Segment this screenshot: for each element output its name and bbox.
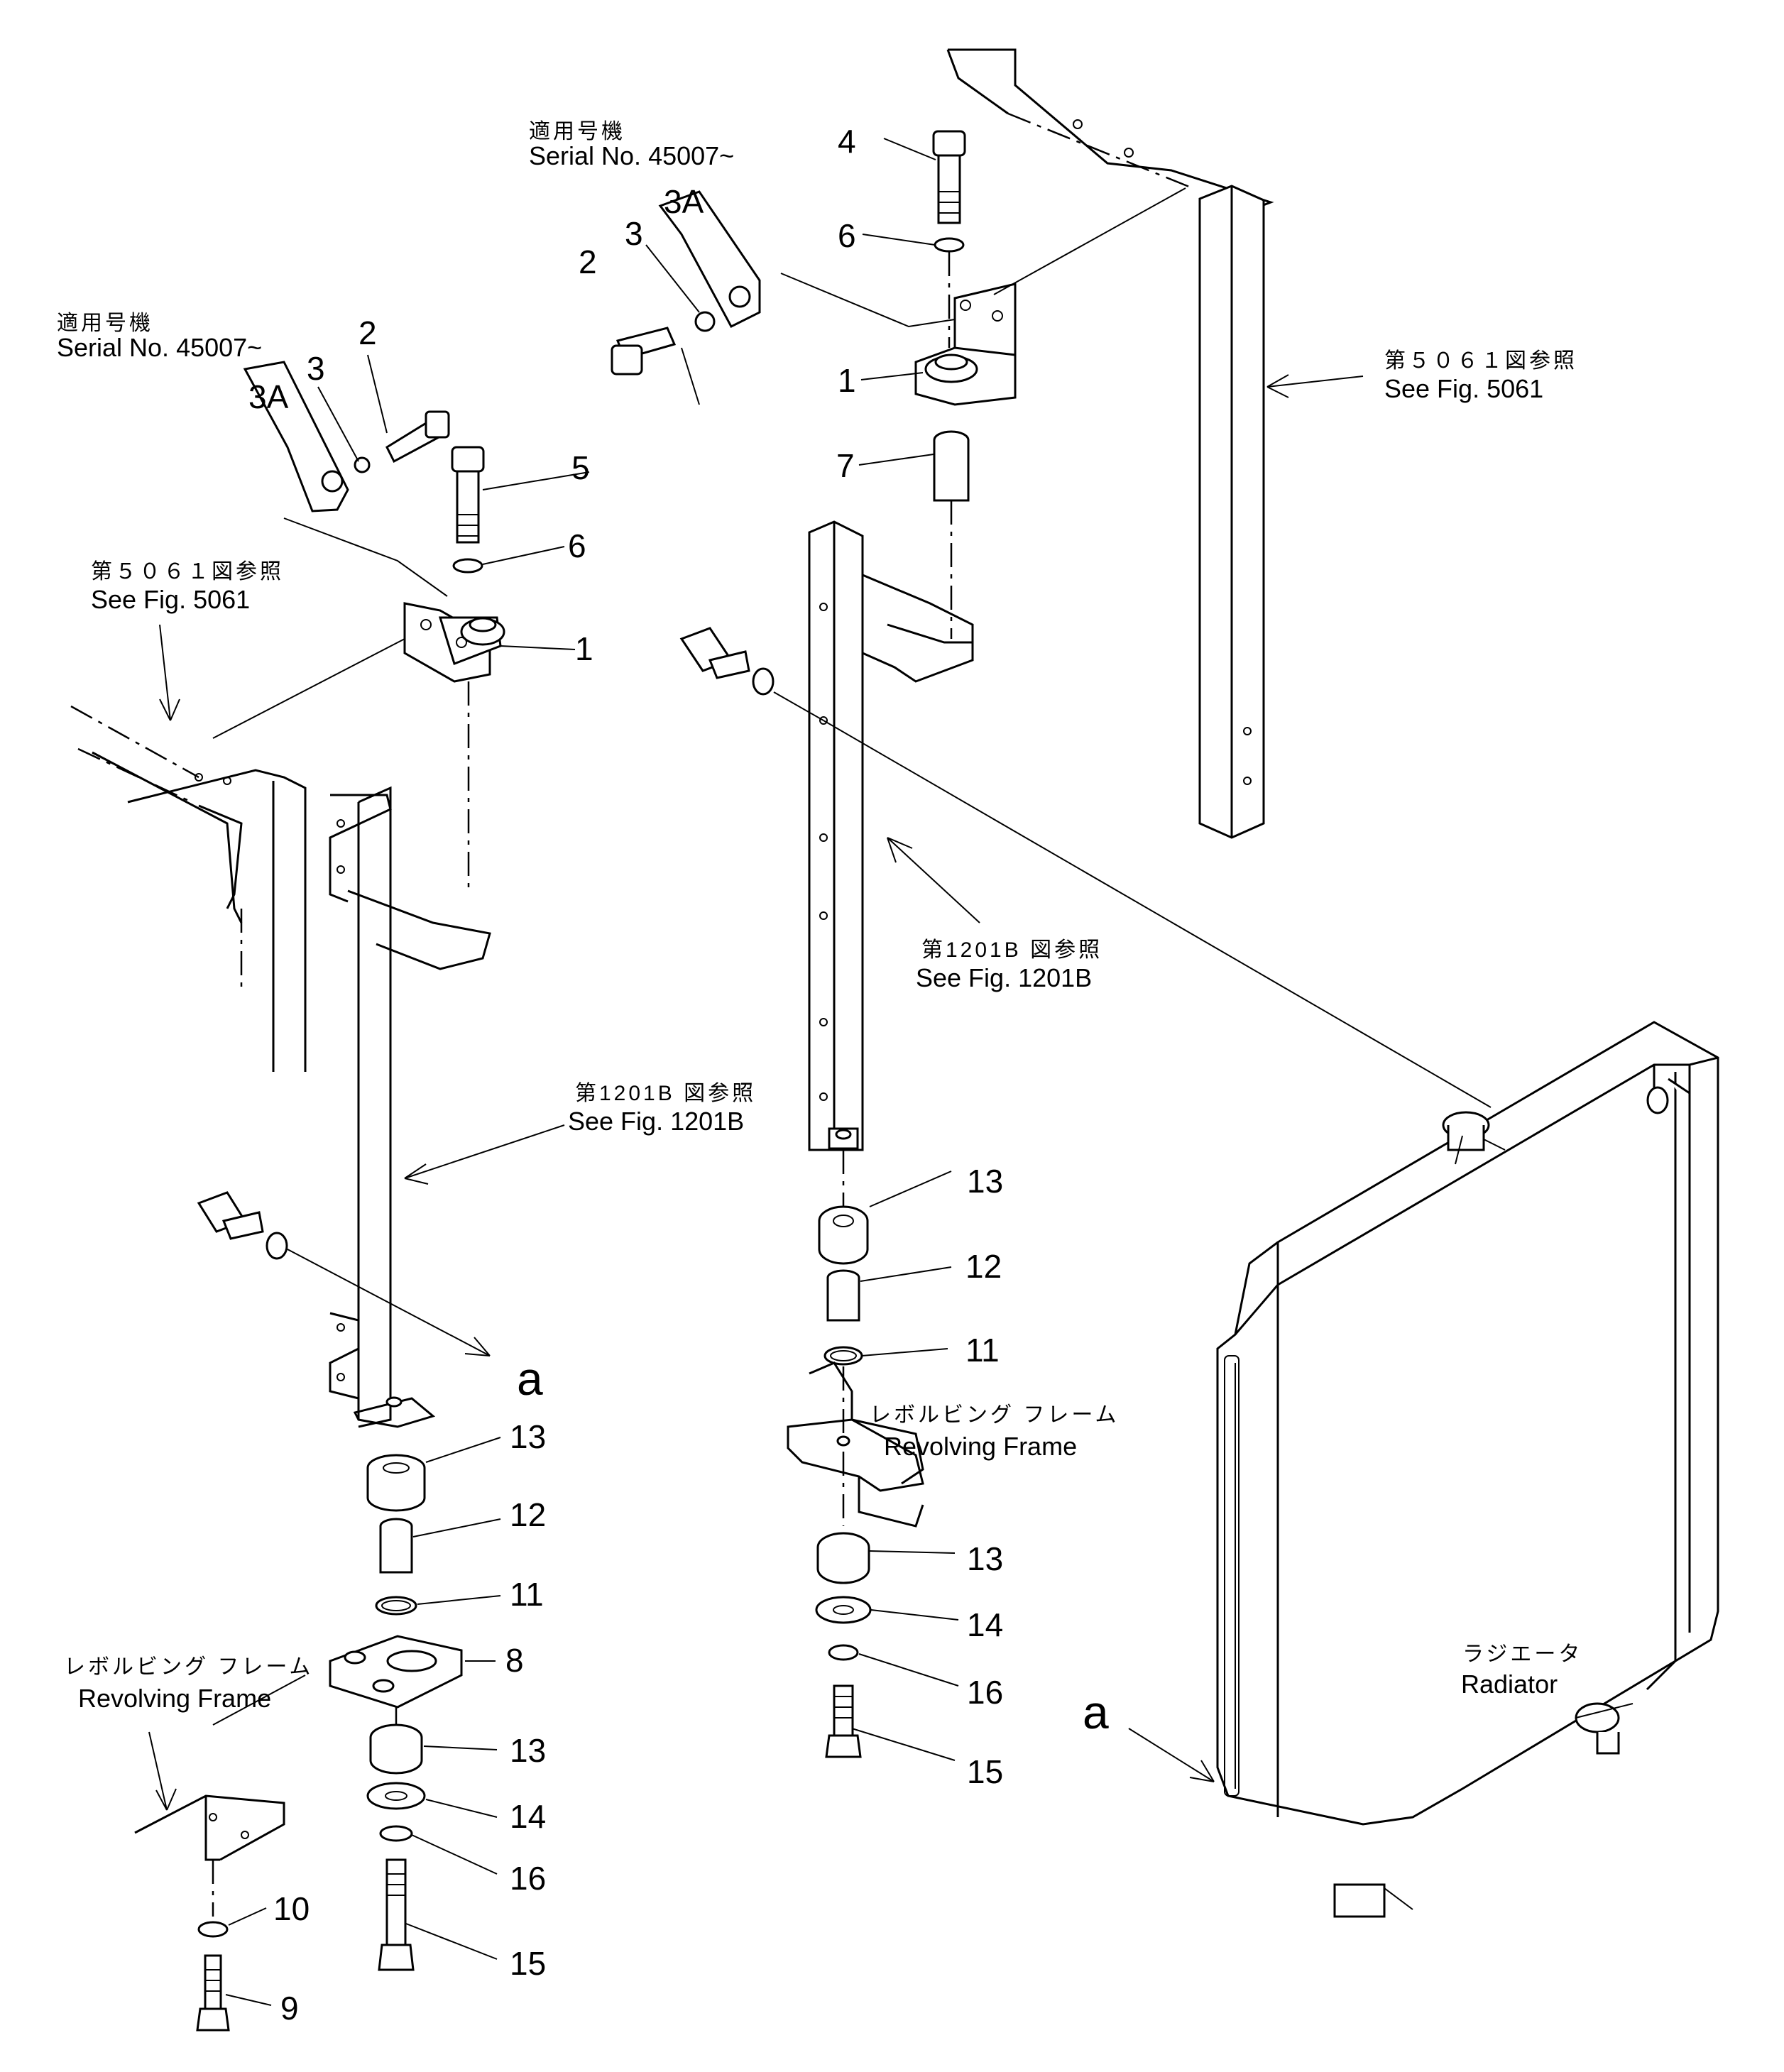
center-column-right-part xyxy=(679,520,1492,1207)
callout-14-left: 14 xyxy=(510,1798,546,1835)
callout-16-right: 16 xyxy=(967,1674,1003,1711)
callout-13-right-top: 13 xyxy=(967,1163,1003,1200)
upper-right-frame-part xyxy=(946,48,1274,839)
fig1201b-ref-right-en: See Fig. 1201B xyxy=(916,963,1092,992)
fig1201b-ref-left-en: See Fig. 1201B xyxy=(568,1107,744,1136)
fig1201b-ref-right-jp: 第1201B 図参照 xyxy=(921,938,1102,962)
radiator-label-jp: ラジエータ xyxy=(1462,1643,1582,1666)
center-column-left-part xyxy=(197,786,491,1428)
callout-4: 4 xyxy=(838,123,856,160)
callout-leaders xyxy=(148,138,1364,2006)
fig5061-ref-left-en: See Fig. 5061 xyxy=(91,585,250,614)
revolving-frame-left-en: Revolving Frame xyxy=(78,1684,271,1713)
callout-1-right: 1 xyxy=(838,362,856,399)
revolving-frame-right-en: Revolving Frame xyxy=(884,1432,1077,1461)
left-frame-part xyxy=(70,705,307,1072)
radiator-label-en: Radiator xyxy=(1461,1670,1558,1699)
callout-3a-left: 3A xyxy=(248,378,289,415)
radiator-part xyxy=(1216,1021,1719,1918)
revolving-frame-left-jp: レボルビング フレーム xyxy=(64,1655,313,1679)
revolving-frame-left-part xyxy=(134,1674,306,2032)
callout-11-left: 11 xyxy=(510,1576,544,1613)
fig5061-ref-right-jp: 第５０６１図参照 xyxy=(1384,349,1577,373)
callout-14-right: 14 xyxy=(967,1606,1003,1643)
callout-2-right: 2 xyxy=(579,243,597,280)
bolt-5-part xyxy=(451,446,485,574)
callout-6-right: 6 xyxy=(838,217,856,254)
plate-3a-left-part xyxy=(243,361,450,512)
fig1201b-ref-left-jp: 第1201B 図参照 xyxy=(575,1082,756,1105)
fig5061-ref-left-jp: 第５０６１図参照 xyxy=(91,560,284,583)
callout-10: 10 xyxy=(273,1890,310,1927)
callout-3a-right: 3A xyxy=(664,183,704,220)
callout-15-right: 15 xyxy=(967,1753,1003,1790)
callout-6-left: 6 xyxy=(568,527,586,564)
serial-note-right-jp: 適用号機 xyxy=(529,120,625,143)
callout-8: 8 xyxy=(505,1642,524,1679)
callout-11-right: 11 xyxy=(965,1332,1000,1369)
callout-12-left: 12 xyxy=(510,1496,546,1533)
callout-2-left: 2 xyxy=(359,314,377,351)
callout-16-left: 16 xyxy=(510,1860,546,1897)
revolving-frame-right-jp: レボルビング フレーム xyxy=(870,1403,1119,1427)
callout-13-right-bottom: 13 xyxy=(967,1540,1003,1577)
ref-a-label-left: a xyxy=(517,1352,543,1405)
collar-7-part xyxy=(933,430,970,639)
bolt-4-part xyxy=(932,130,966,348)
callout-15-left: 15 xyxy=(510,1945,546,1982)
mount-stack-right-part xyxy=(787,1205,924,1758)
upper-bracket-right-part xyxy=(780,187,1186,406)
callout-1-left: 1 xyxy=(575,630,593,667)
serial-note-left-en: Serial No. 45007~ xyxy=(57,333,262,362)
callout-12-right: 12 xyxy=(965,1248,1002,1285)
serial-note-left-jp: 適用号機 xyxy=(57,312,153,335)
callout-5: 5 xyxy=(571,449,590,486)
callout-7: 7 xyxy=(836,447,855,484)
callout-9: 9 xyxy=(280,1990,299,2027)
plate-3a-right-part xyxy=(611,190,761,376)
callout-3-left: 3 xyxy=(307,350,325,387)
callout-13-left-bottom: 13 xyxy=(510,1732,546,1769)
ref-a-label-radiator: a xyxy=(1083,1686,1109,1738)
serial-note-right-en: Serial No. 45007~ xyxy=(529,141,734,170)
callout-3-right: 3 xyxy=(625,215,643,252)
fig5061-ref-right-en: See Fig. 5061 xyxy=(1384,374,1543,403)
upper-bracket-left-part xyxy=(212,517,505,887)
mount-stack-left-part xyxy=(329,1454,463,1971)
callout-13-left-top: 13 xyxy=(510,1418,546,1455)
